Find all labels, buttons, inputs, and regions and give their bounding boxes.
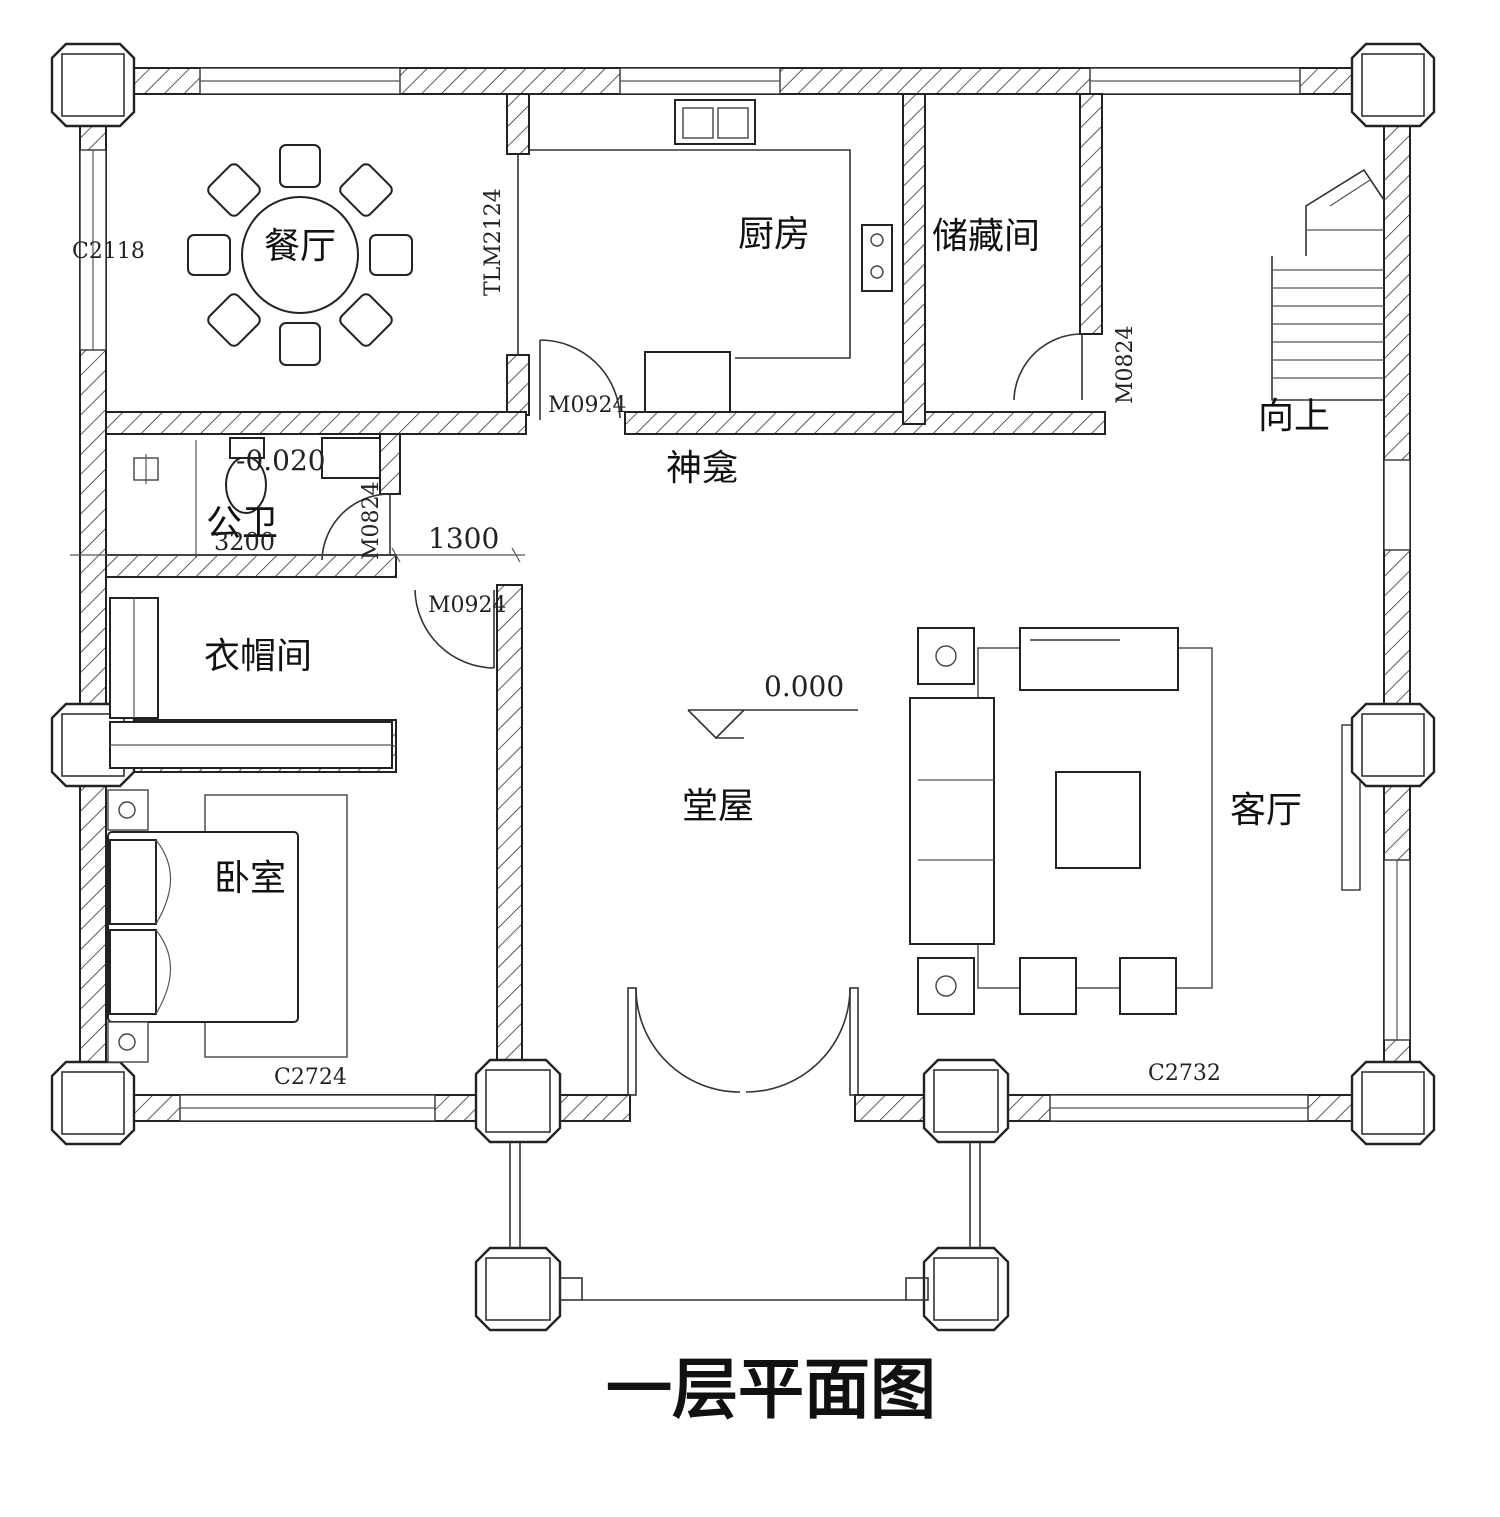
room-label-cloakroom: 衣帽间 [204, 636, 312, 677]
column-porch-left [474, 1246, 562, 1332]
columns [50, 42, 1436, 1332]
level-marker [687, 709, 858, 740]
porch [509, 1142, 981, 1301]
column-mid-right [1350, 702, 1436, 788]
room-labels: 餐厅 厨房 储藏间 神龛 公卫 衣帽间 卧室 堂屋 客厅 向上 [204, 214, 1330, 899]
room-label-storage: 储藏间 [932, 216, 1040, 257]
door-code-cloak: M0924 [428, 593, 507, 618]
dining-chairs [187, 144, 413, 366]
floor-level: 0.000 [764, 670, 844, 703]
dimension-labels: -0.020 3200 1300 0.000 [214, 444, 844, 703]
corridor-width: 1300 [428, 522, 499, 555]
windows [79, 67, 1411, 1122]
dimension-line [70, 547, 525, 563]
bed [107, 789, 348, 1063]
room-label-toilet: 公卫 [206, 503, 278, 544]
window-code-bedroom: C2724 [274, 1065, 347, 1090]
room-label-hall: 堂屋 [682, 786, 754, 827]
door-code-storage: M0824 [1113, 325, 1138, 404]
door-code-kitchen-sliding: TLM2124 [481, 188, 506, 296]
room-label-kitchen: 厨房 [738, 214, 810, 255]
staircase [1271, 168, 1385, 401]
room-label-bedroom: 卧室 [214, 858, 286, 899]
room-label-living: 客厅 [1230, 790, 1302, 831]
window-code-living: C2732 [1148, 1061, 1221, 1086]
cloakroom-door[interactable] [414, 589, 495, 669]
storage-door[interactable] [1013, 333, 1083, 401]
toilet-width: 3200 [214, 528, 275, 556]
stairs-up-label: 向上 [1258, 396, 1330, 437]
kitchen-door[interactable] [539, 339, 621, 420]
column-porch-right [922, 1246, 1010, 1332]
opening-codes: C2118 TLM2124 M0924 M0824 M0824 M0924 C2… [72, 188, 1221, 1090]
doors [321, 154, 1083, 1096]
wardrobe [109, 597, 393, 769]
living-room-furniture [909, 627, 1213, 1015]
door-code-kitchen: M0924 [548, 393, 627, 418]
column-entrance-right [922, 1058, 1010, 1144]
column-bottom-right [1350, 1060, 1436, 1146]
column-top-right [1350, 42, 1436, 128]
column-top-left [50, 42, 136, 128]
main-entrance-door[interactable] [627, 987, 859, 1096]
kitchen-counter [529, 99, 893, 413]
toilet-door[interactable] [321, 493, 391, 561]
toilet-fixtures [133, 437, 381, 558]
toilet-level: -0.020 [236, 444, 326, 477]
plan-title: 一层平面图 [606, 1351, 936, 1428]
door-code-toilet: M0824 [359, 481, 384, 560]
dining-table [187, 144, 413, 366]
window-code-dining: C2118 [72, 239, 145, 264]
column-bottom-left [50, 1060, 136, 1146]
room-label-dining: 餐厅 [264, 226, 336, 267]
room-label-shrine: 神龛 [666, 448, 738, 489]
column-entrance-left [474, 1058, 562, 1144]
